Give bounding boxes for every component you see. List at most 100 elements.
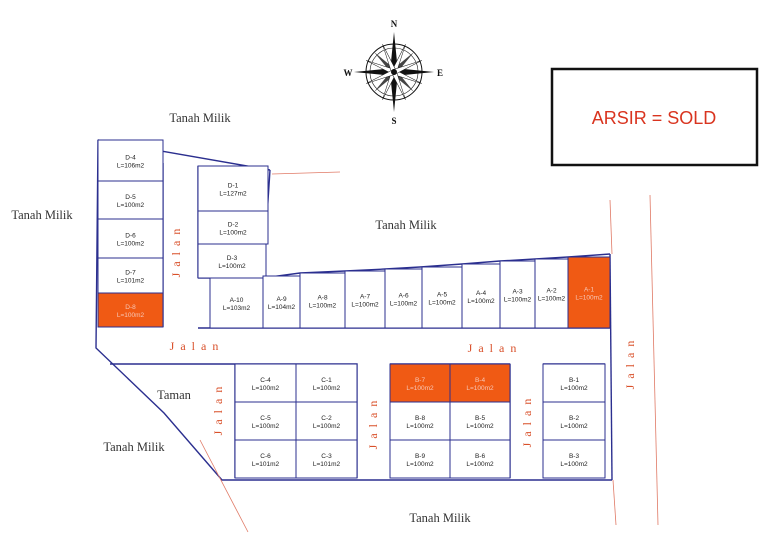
lot-parcel <box>542 363 606 403</box>
lot-b-7: B-7L=100m2 <box>389 363 451 403</box>
lot-parcel <box>295 401 358 441</box>
lot-id-label: B-2 <box>569 415 580 422</box>
legend-frame <box>550 67 759 167</box>
lot-id-label: A-1 <box>584 287 595 294</box>
lot-a-3: A-3L=100m2 <box>499 260 536 329</box>
lot-id-label: C-4 <box>260 377 271 384</box>
lot-id-label: C-5 <box>260 415 271 422</box>
lot-id-label: A-5 <box>437 292 448 299</box>
lot-id-label: A-9 <box>276 296 287 303</box>
lot-id-label: D-4 <box>125 155 136 162</box>
lot-parcel <box>97 257 164 294</box>
lot-parcel <box>97 292 164 328</box>
context-line-3 <box>649 194 659 526</box>
lot-area-label: L=100m2 <box>575 295 603 302</box>
compass-east-letter: E <box>437 68 443 78</box>
lot-parcel <box>384 268 423 329</box>
lot-id-label: C-1 <box>321 377 332 384</box>
lot-id-label: D-5 <box>125 194 136 201</box>
context-line-4 <box>199 439 249 533</box>
lots-layer: D-4L=106m2D-5L=100m2D-6L=100m2D-7L=101m2… <box>97 139 611 479</box>
lot-area-label: L=100m2 <box>466 423 494 430</box>
lot-area-label: L=100m2 <box>504 297 532 304</box>
legend-box: ARSIR = SOLD <box>550 67 759 167</box>
lot-a-10: A-10L=103m2 <box>209 277 264 329</box>
lot-id-label: B-6 <box>475 453 486 460</box>
lot-area-label: L=100m2 <box>560 385 588 392</box>
lot-a-5: A-5L=100m2 <box>421 266 463 329</box>
boundary-west <box>95 139 612 481</box>
compass-north-letter: N <box>391 19 398 29</box>
lot-id-label: A-6 <box>398 293 409 300</box>
lot-area-label: L=100m2 <box>466 385 494 392</box>
label-tanah-milik-center: Tanah Milik <box>375 218 437 232</box>
lot-id-label: A-3 <box>512 289 523 296</box>
lot-id-label: D-3 <box>227 255 238 262</box>
lot-area-label: L=100m2 <box>309 303 337 310</box>
lot-area-label: L=100m2 <box>390 301 418 308</box>
lot-parcel <box>295 363 358 403</box>
lot-b-1: B-1L=100m2 <box>542 363 606 403</box>
lot-area-label: L=103m2 <box>223 305 251 312</box>
lot-area-label: L=100m2 <box>313 385 341 392</box>
lot-id-label: A-8 <box>317 295 328 302</box>
lot-b-8: B-8L=100m2 <box>389 401 451 441</box>
lot-area-label: L=127m2 <box>219 191 247 198</box>
lot-a-6: A-6L=100m2 <box>384 268 423 329</box>
lot-area-label: L=100m2 <box>218 263 246 270</box>
lot-parcel <box>344 270 386 329</box>
compass-star-icon <box>354 32 434 112</box>
lot-id-label: C-6 <box>260 453 271 460</box>
lot-area-label: L=101m2 <box>313 461 341 468</box>
lot-a-4: A-4L=100m2 <box>461 263 501 329</box>
label-jalan-taman: Jalan <box>211 381 225 436</box>
legend-text: ARSIR = SOLD <box>592 108 717 128</box>
compass-south-letter: S <box>391 116 396 126</box>
lot-d-5: D-5L=100m2 <box>97 180 164 220</box>
lot-area-label: L=100m2 <box>117 312 145 319</box>
lot-parcel <box>461 263 501 329</box>
lot-parcel <box>534 258 569 329</box>
lot-area-label: L=100m2 <box>351 302 379 309</box>
lot-d-4: D-4L=106m2 <box>97 139 164 182</box>
lot-d-2: D-2L=100m2 <box>197 210 269 245</box>
lot-parcel <box>197 243 267 279</box>
lot-parcel <box>197 165 269 212</box>
label-tanah-milik-southwest: Tanah Milik <box>103 440 165 454</box>
lot-parcel <box>449 439 511 479</box>
lot-id-label: B-9 <box>415 453 426 460</box>
compass-west-letter: W <box>344 68 353 78</box>
lot-d-1: D-1L=127m2 <box>197 165 269 212</box>
lot-parcel <box>499 260 536 329</box>
lot-a-9: A-9L=104m2 <box>262 275 301 329</box>
lot-id-label: C-3 <box>321 453 332 460</box>
label-jalan-middle: Jalan <box>366 395 380 450</box>
label-jalan-west: Jalan <box>170 339 225 353</box>
lot-id-label: A-2 <box>546 288 557 295</box>
lot-c-3: C-3L=101m2 <box>295 439 358 479</box>
lot-area-label: L=101m2 <box>117 278 145 285</box>
lot-parcel <box>97 139 164 182</box>
lot-area-label: L=100m2 <box>428 300 456 307</box>
lot-d-8: D-8L=100m2 <box>97 292 164 328</box>
lot-area-label: L=100m2 <box>252 423 280 430</box>
boundary-a-top <box>210 253 611 279</box>
lot-c-2: C-2L=100m2 <box>295 401 358 441</box>
lot-b-3: B-3L=100m2 <box>542 439 606 479</box>
lot-a-8: A-8L=100m2 <box>299 272 346 329</box>
lot-area-label: L=101m2 <box>252 461 280 468</box>
lot-id-label: B-8 <box>415 415 426 422</box>
lot-id-label: D-7 <box>125 270 136 277</box>
lot-d-7: D-7L=101m2 <box>97 257 164 294</box>
lot-b-6: B-6L=100m2 <box>449 439 511 479</box>
lot-d-3: D-3L=100m2 <box>197 243 267 279</box>
lot-c-5: C-5L=100m2 <box>234 401 297 441</box>
lot-parcel <box>567 256 611 329</box>
label-jalan-east: Jalan <box>468 341 523 355</box>
lot-area-label: L=104m2 <box>268 304 296 311</box>
lot-parcel <box>449 363 511 403</box>
lot-parcel <box>97 218 164 259</box>
context-line-5 <box>612 479 617 526</box>
lot-b-9: B-9L=100m2 <box>389 439 451 479</box>
